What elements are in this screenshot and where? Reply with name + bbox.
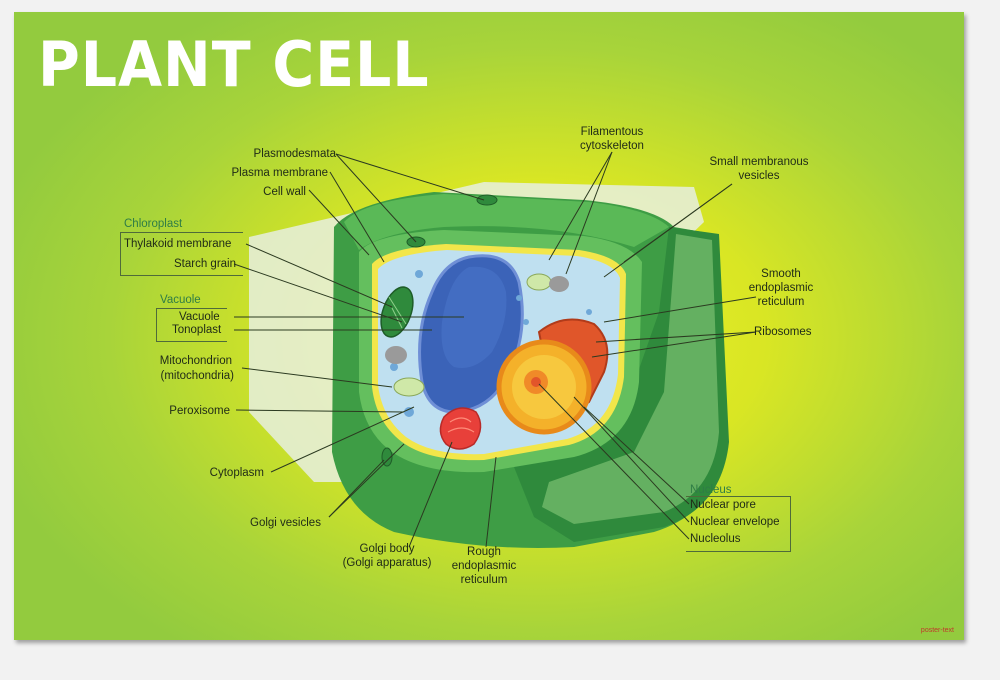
label-ribosomes: Ribosomes: [754, 326, 812, 338]
label-thylakoid-membrane: Thylakoid membrane: [124, 238, 232, 250]
cell-wall-side-light: [542, 234, 719, 524]
label-vacuole: Vacuole: [179, 311, 220, 323]
label-rough-er: Rough endoplasmic reticulum: [444, 545, 524, 587]
label-nuclear-pore: Nuclear pore: [690, 499, 756, 511]
label-plasmodesmata: Plasmodesmata: [253, 148, 336, 160]
plant-cell-diagram: [233, 151, 757, 548]
label-golgi-body-line2: (Golgi apparatus): [342, 557, 432, 569]
nucleus-bracket: [686, 496, 791, 552]
vacuole-bracket: [156, 308, 227, 342]
label-rough-er-line2: endoplasmic: [451, 560, 517, 572]
label-chloroplast: Chloroplast: [124, 218, 183, 230]
label-filamentous-line2: cytoskeleton: [580, 140, 644, 152]
label-rough-er-line1: Rough: [467, 546, 501, 558]
label-smooth-er-line1: Smooth: [761, 268, 801, 280]
label-peroxisome: Peroxisome: [169, 405, 230, 417]
label-rough-er-line3: reticulum: [460, 574, 508, 586]
label-cell-wall: Cell wall: [263, 186, 306, 198]
label-small-vesicles-line2: vesicles: [738, 170, 780, 182]
label-plasma-membrane: Plasma membrane: [231, 167, 328, 179]
label-cytoplasm: Cytoplasm: [209, 467, 264, 479]
label-smooth-er: Smooth endoplasmic reticulum: [739, 267, 823, 309]
label-golgi-body: Golgi body (Golgi apparatus): [332, 542, 442, 570]
label-nucleus: Nucleus: [690, 484, 732, 496]
label-smooth-er-line3: reticulum: [757, 296, 805, 308]
poster: PLANT CELL: [14, 12, 964, 640]
label-smooth-er-line2: endoplasmic: [748, 282, 814, 294]
chloroplast-bracket: [120, 232, 243, 276]
label-small-membranous-vesicles: Small membranous vesicles: [699, 155, 819, 183]
label-vacuole-group: Vacuole: [160, 294, 201, 306]
cell-wall-top: [344, 194, 669, 250]
credit-text: poster-text: [920, 627, 954, 634]
mitochondrion: [393, 377, 425, 397]
label-small-vesicles-line1: Small membranous: [709, 156, 809, 168]
label-mitochondrion: Mitochondrion: [159, 355, 232, 367]
label-starch-grain: Starch grain: [174, 258, 237, 270]
leader-lines: [233, 151, 757, 548]
vacuole-highlight: [441, 266, 507, 368]
label-filamentous-line1: Filamentous: [580, 126, 644, 138]
page-title: PLANT CELL: [38, 28, 430, 101]
peroxisome: [404, 407, 414, 417]
label-mitochondria: (mitochondria): [160, 370, 235, 382]
label-golgi-body-line1: Golgi body: [359, 543, 415, 555]
label-nucleolus: Nucleolus: [690, 533, 741, 545]
label-filamentous-cytoskeleton: Filamentous cytoskeleton: [574, 125, 650, 153]
label-golgi-vesicles: Golgi vesicles: [250, 517, 321, 529]
label-nuclear-envelope: Nuclear envelope: [690, 516, 780, 528]
label-tonoplast: Tonoplast: [172, 324, 222, 336]
